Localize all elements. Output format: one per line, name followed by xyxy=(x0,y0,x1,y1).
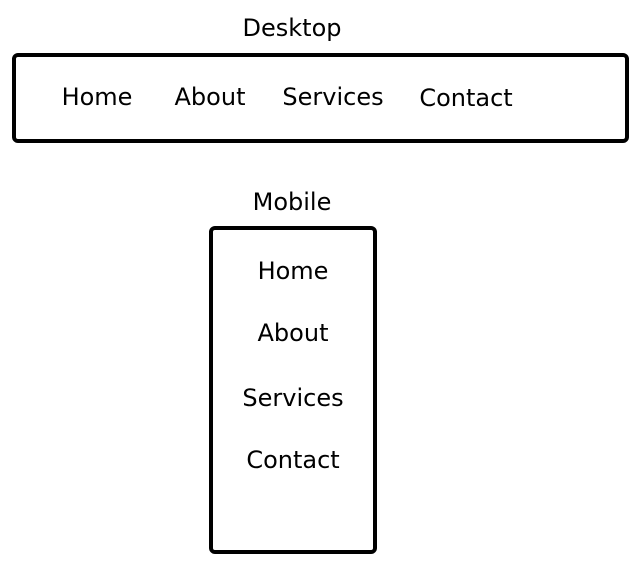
desktop-nav-frame xyxy=(12,53,629,143)
desktop-nav-about[interactable]: About xyxy=(174,83,246,111)
desktop-caption: Desktop xyxy=(242,14,342,42)
desktop-nav-home[interactable]: Home xyxy=(61,83,133,111)
mobile-nav-services[interactable]: Services xyxy=(242,384,344,412)
mobile-caption: Mobile xyxy=(252,188,332,216)
desktop-nav-services[interactable]: Services xyxy=(282,83,384,111)
mobile-nav-contact[interactable]: Contact xyxy=(246,446,340,474)
mobile-nav-about[interactable]: About xyxy=(257,319,329,347)
mobile-nav-home[interactable]: Home xyxy=(257,257,329,285)
mobile-nav-frame xyxy=(209,226,377,554)
desktop-nav-contact[interactable]: Contact xyxy=(419,84,513,112)
